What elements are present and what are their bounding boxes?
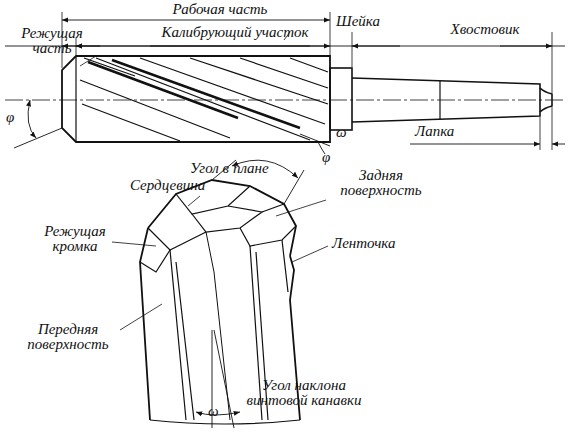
part-label: Режущая часть — [4, 26, 100, 56]
part-label: Сердцевина — [130, 178, 240, 193]
part-label: Рабочая часть — [145, 2, 295, 17]
part-label: ω — [208, 404, 228, 419]
part-label: Калибрующий участок — [160, 25, 310, 40]
part-label: Хвостовик — [430, 22, 540, 37]
part-label: ω — [336, 125, 356, 140]
part-label: Шейка — [336, 14, 406, 29]
part-label: Передняя поверхность — [8, 322, 128, 352]
part-label: Задняя поверхность — [326, 168, 436, 198]
part-label: Угол в плане — [190, 161, 300, 176]
part-label: φ — [6, 110, 26, 125]
part-label: Лапка — [415, 124, 485, 139]
part-label: Ленточка — [332, 236, 432, 251]
part-label: Режущая кромка — [30, 224, 120, 254]
part-label: φ — [322, 150, 342, 165]
part-label: Угол наклона винтовой канавки — [244, 378, 364, 408]
